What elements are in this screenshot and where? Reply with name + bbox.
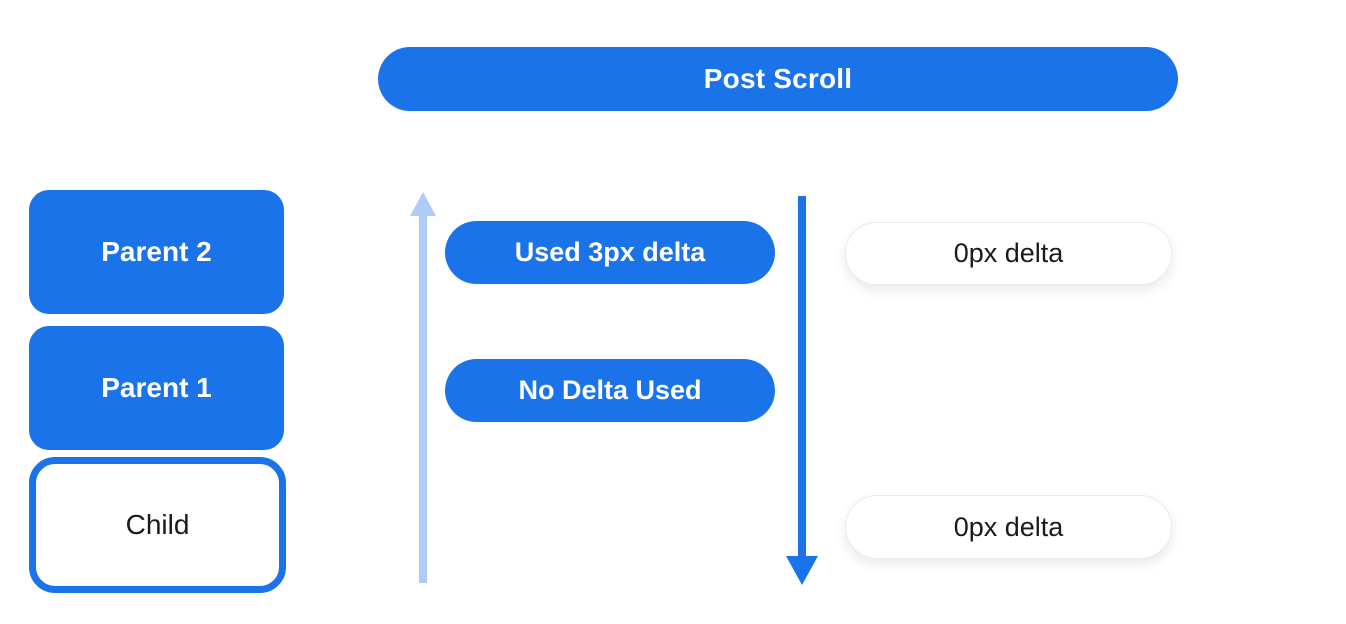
zero-delta-top-pill: 0px delta: [845, 222, 1172, 285]
parent1-box: Parent 1: [29, 326, 284, 450]
down-arrow-head: [786, 556, 818, 585]
child-box: Child: [29, 457, 286, 593]
zero-delta-bottom-pill: 0px delta: [845, 495, 1172, 559]
no-delta-used-pill: No Delta Used: [445, 359, 775, 422]
down-arrow-shaft: [798, 196, 806, 556]
up-arrow-shaft: [419, 216, 427, 583]
parent2-box: Parent 2: [29, 190, 284, 314]
used-delta-pill: Used 3px delta: [445, 221, 775, 284]
up-arrow-head: [410, 192, 436, 216]
post-scroll-banner: Post Scroll: [378, 47, 1178, 111]
up-arrow-icon: [410, 192, 436, 583]
down-arrow-icon: [786, 196, 818, 585]
